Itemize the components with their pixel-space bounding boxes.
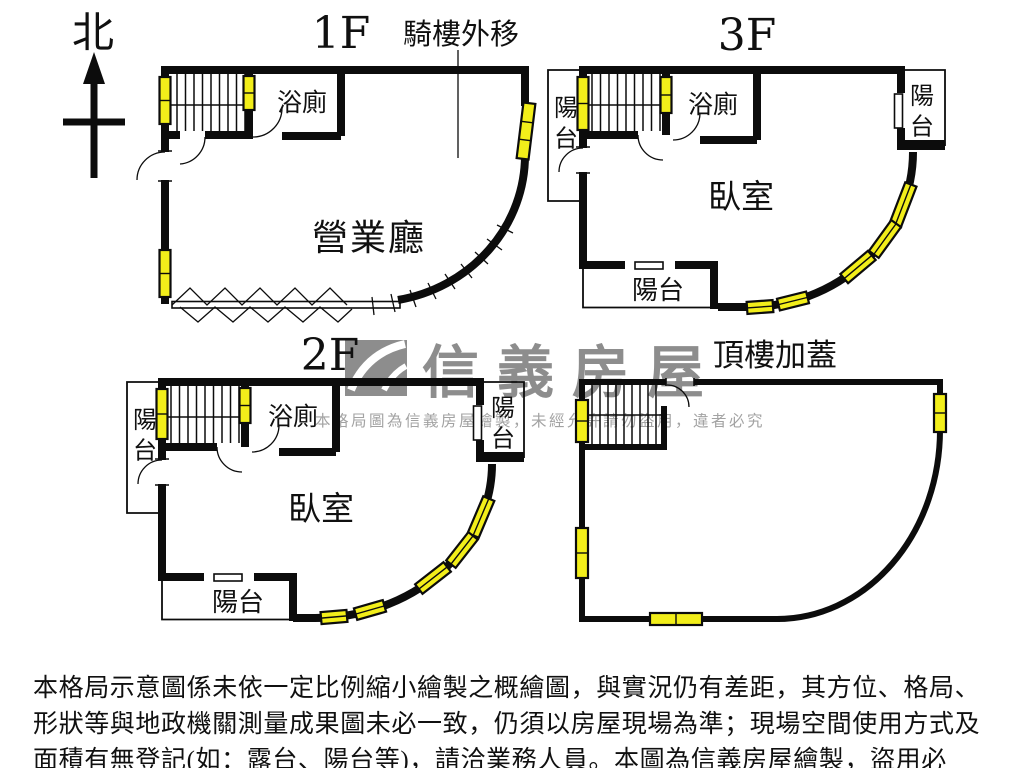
annotation-arcade: 騎樓外移: [403, 18, 519, 51]
room-label-bath-1f: 浴廁: [277, 89, 327, 117]
balcony-window-bottom-2f: [213, 573, 243, 582]
bathroom-door-arc-2f: [251, 424, 280, 453]
stair-door-arc-3f: [637, 134, 664, 161]
entry-door-jambs: [158, 150, 172, 182]
window: [745, 298, 775, 316]
bathroom-walls-2f: [279, 382, 340, 456]
stair-treads: [169, 74, 247, 131]
window: [838, 249, 878, 285]
disclaimer-line-2: 形狀等與地政機關測量成果圖未必一致，仍須以房屋現場為準；現場空間使用方式及: [33, 711, 981, 738]
stair-treads-2f: [166, 386, 241, 443]
stair-door-arc: [179, 136, 206, 165]
window: [319, 608, 349, 626]
window: [775, 290, 811, 312]
shutter-zigzag-lower: [179, 306, 353, 323]
window: [932, 392, 948, 434]
balcony-right-outline-2f: [484, 381, 525, 458]
balcony-bottom-outline-3f: [582, 269, 714, 309]
compass-label: 北: [72, 11, 114, 57]
balcony-bottom-walls-2f: [158, 573, 297, 621]
arcade-tick-marks: [371, 224, 514, 316]
door-jambs-roof: [665, 378, 695, 386]
bathroom-walls-3f: [700, 70, 761, 144]
balcony-right-outline-3f: [905, 69, 946, 146]
door-jambs-3f: [576, 146, 590, 174]
balcony-label-bottom-2f: 陽台: [212, 588, 264, 617]
window: [515, 101, 537, 161]
floor-plan-2f: 2F: [126, 330, 525, 626]
disclaimer-line-3: 面積有無登記(如：露台、陽台等)，請洽業務人員。本圖為信義房屋繪製，盜用必究。: [33, 747, 947, 768]
stair-door-arc-roof: [666, 384, 690, 408]
stair-treads-roof: [586, 385, 662, 445]
curved-wall-roof: [776, 429, 943, 622]
room-label-bed-3f: 臥室: [708, 179, 774, 216]
floor-plan-1f: 1F 騎樓外移: [136, 8, 537, 323]
balcony-left-outline-3f: [547, 69, 583, 202]
window: [155, 387, 169, 441]
window: [659, 75, 673, 115]
window: [574, 398, 590, 444]
bathroom-door-arc: [252, 107, 283, 138]
window: [158, 248, 172, 299]
wall-top-right: [161, 66, 529, 106]
room-label-hall-1f: 營業廳: [312, 218, 426, 258]
balcony-door-arc-2f: [137, 459, 163, 485]
watermark-brand: 信義房屋: [422, 342, 722, 405]
balcony-label-right-2f: 陽台: [491, 396, 515, 453]
door-jambs-2f: [155, 458, 169, 486]
window: [238, 386, 252, 425]
compass-arrow-head: [83, 52, 105, 84]
stair-walls-roof: [585, 406, 667, 450]
balcony-window-right-2f: [472, 405, 483, 441]
bathroom-walls: [282, 70, 345, 140]
window: [158, 75, 172, 126]
balcony-label-left-3f: 陽台: [554, 96, 578, 153]
north-compass: 北: [63, 11, 125, 178]
window: [352, 598, 388, 622]
bathroom-door-arc-3f: [672, 112, 701, 141]
floor-title-3f: 3F: [718, 10, 777, 61]
balcony-door-arc-3f: [558, 147, 584, 173]
floor-title-2f: 2F: [301, 330, 360, 381]
room-label-bed-2f: 臥室: [288, 491, 354, 528]
floor-title-1f: 1F: [312, 8, 371, 59]
disclaimer-text: 本格局示意圖係未依一定比例縮小繪製之概繪圖，與實況仍有差距，其方位、格局、 形狀…: [33, 671, 993, 768]
balcony-left-outline-2f: [126, 381, 162, 514]
entry-door-arc: [136, 151, 166, 181]
room-label-bath-2f: 浴廁: [268, 403, 318, 431]
stair-treads-3f: [587, 74, 662, 131]
window: [867, 218, 903, 260]
floor-plan-roof: 頂樓加蓋: [574, 338, 948, 627]
disclaimer-line-1: 本格局示意圖係未依一定比例縮小繪製之概繪圖，與實況仍有差距，其方位、格局、: [33, 675, 981, 702]
balcony-label-right-3f: 陽台: [910, 84, 934, 141]
window: [242, 74, 256, 112]
window: [574, 526, 590, 580]
shutter-zigzag-upper: [171, 287, 348, 306]
window: [466, 494, 496, 540]
balcony-bottom-walls-3f: [579, 261, 718, 309]
curved-facade-wall: [397, 154, 530, 304]
sinyi-logo-roof-stroke-2: [381, 363, 408, 392]
window: [648, 611, 704, 627]
balcony-window-right-3f: [893, 93, 904, 129]
balcony-bottom-outline-2f: [161, 581, 293, 621]
balcony-label-left-2f: 陽台: [133, 408, 157, 465]
window: [576, 75, 590, 132]
stair-door-arc-2f: [216, 446, 243, 473]
stairs-1f: [169, 74, 247, 131]
floor-title-roof: 頂樓加蓋: [713, 338, 837, 374]
watermark-notice: 本格局圖為信義房屋繪製，未經允許請勿盜用，違者必究: [315, 411, 765, 430]
balcony-window-bottom-3f: [634, 261, 664, 270]
room-label-bath-3f: 浴廁: [688, 91, 738, 119]
window: [413, 560, 453, 596]
window: [444, 530, 480, 570]
floor-plan-3f: 3F: [547, 10, 946, 316]
balcony-label-bottom-3f: 陽台: [632, 276, 684, 305]
